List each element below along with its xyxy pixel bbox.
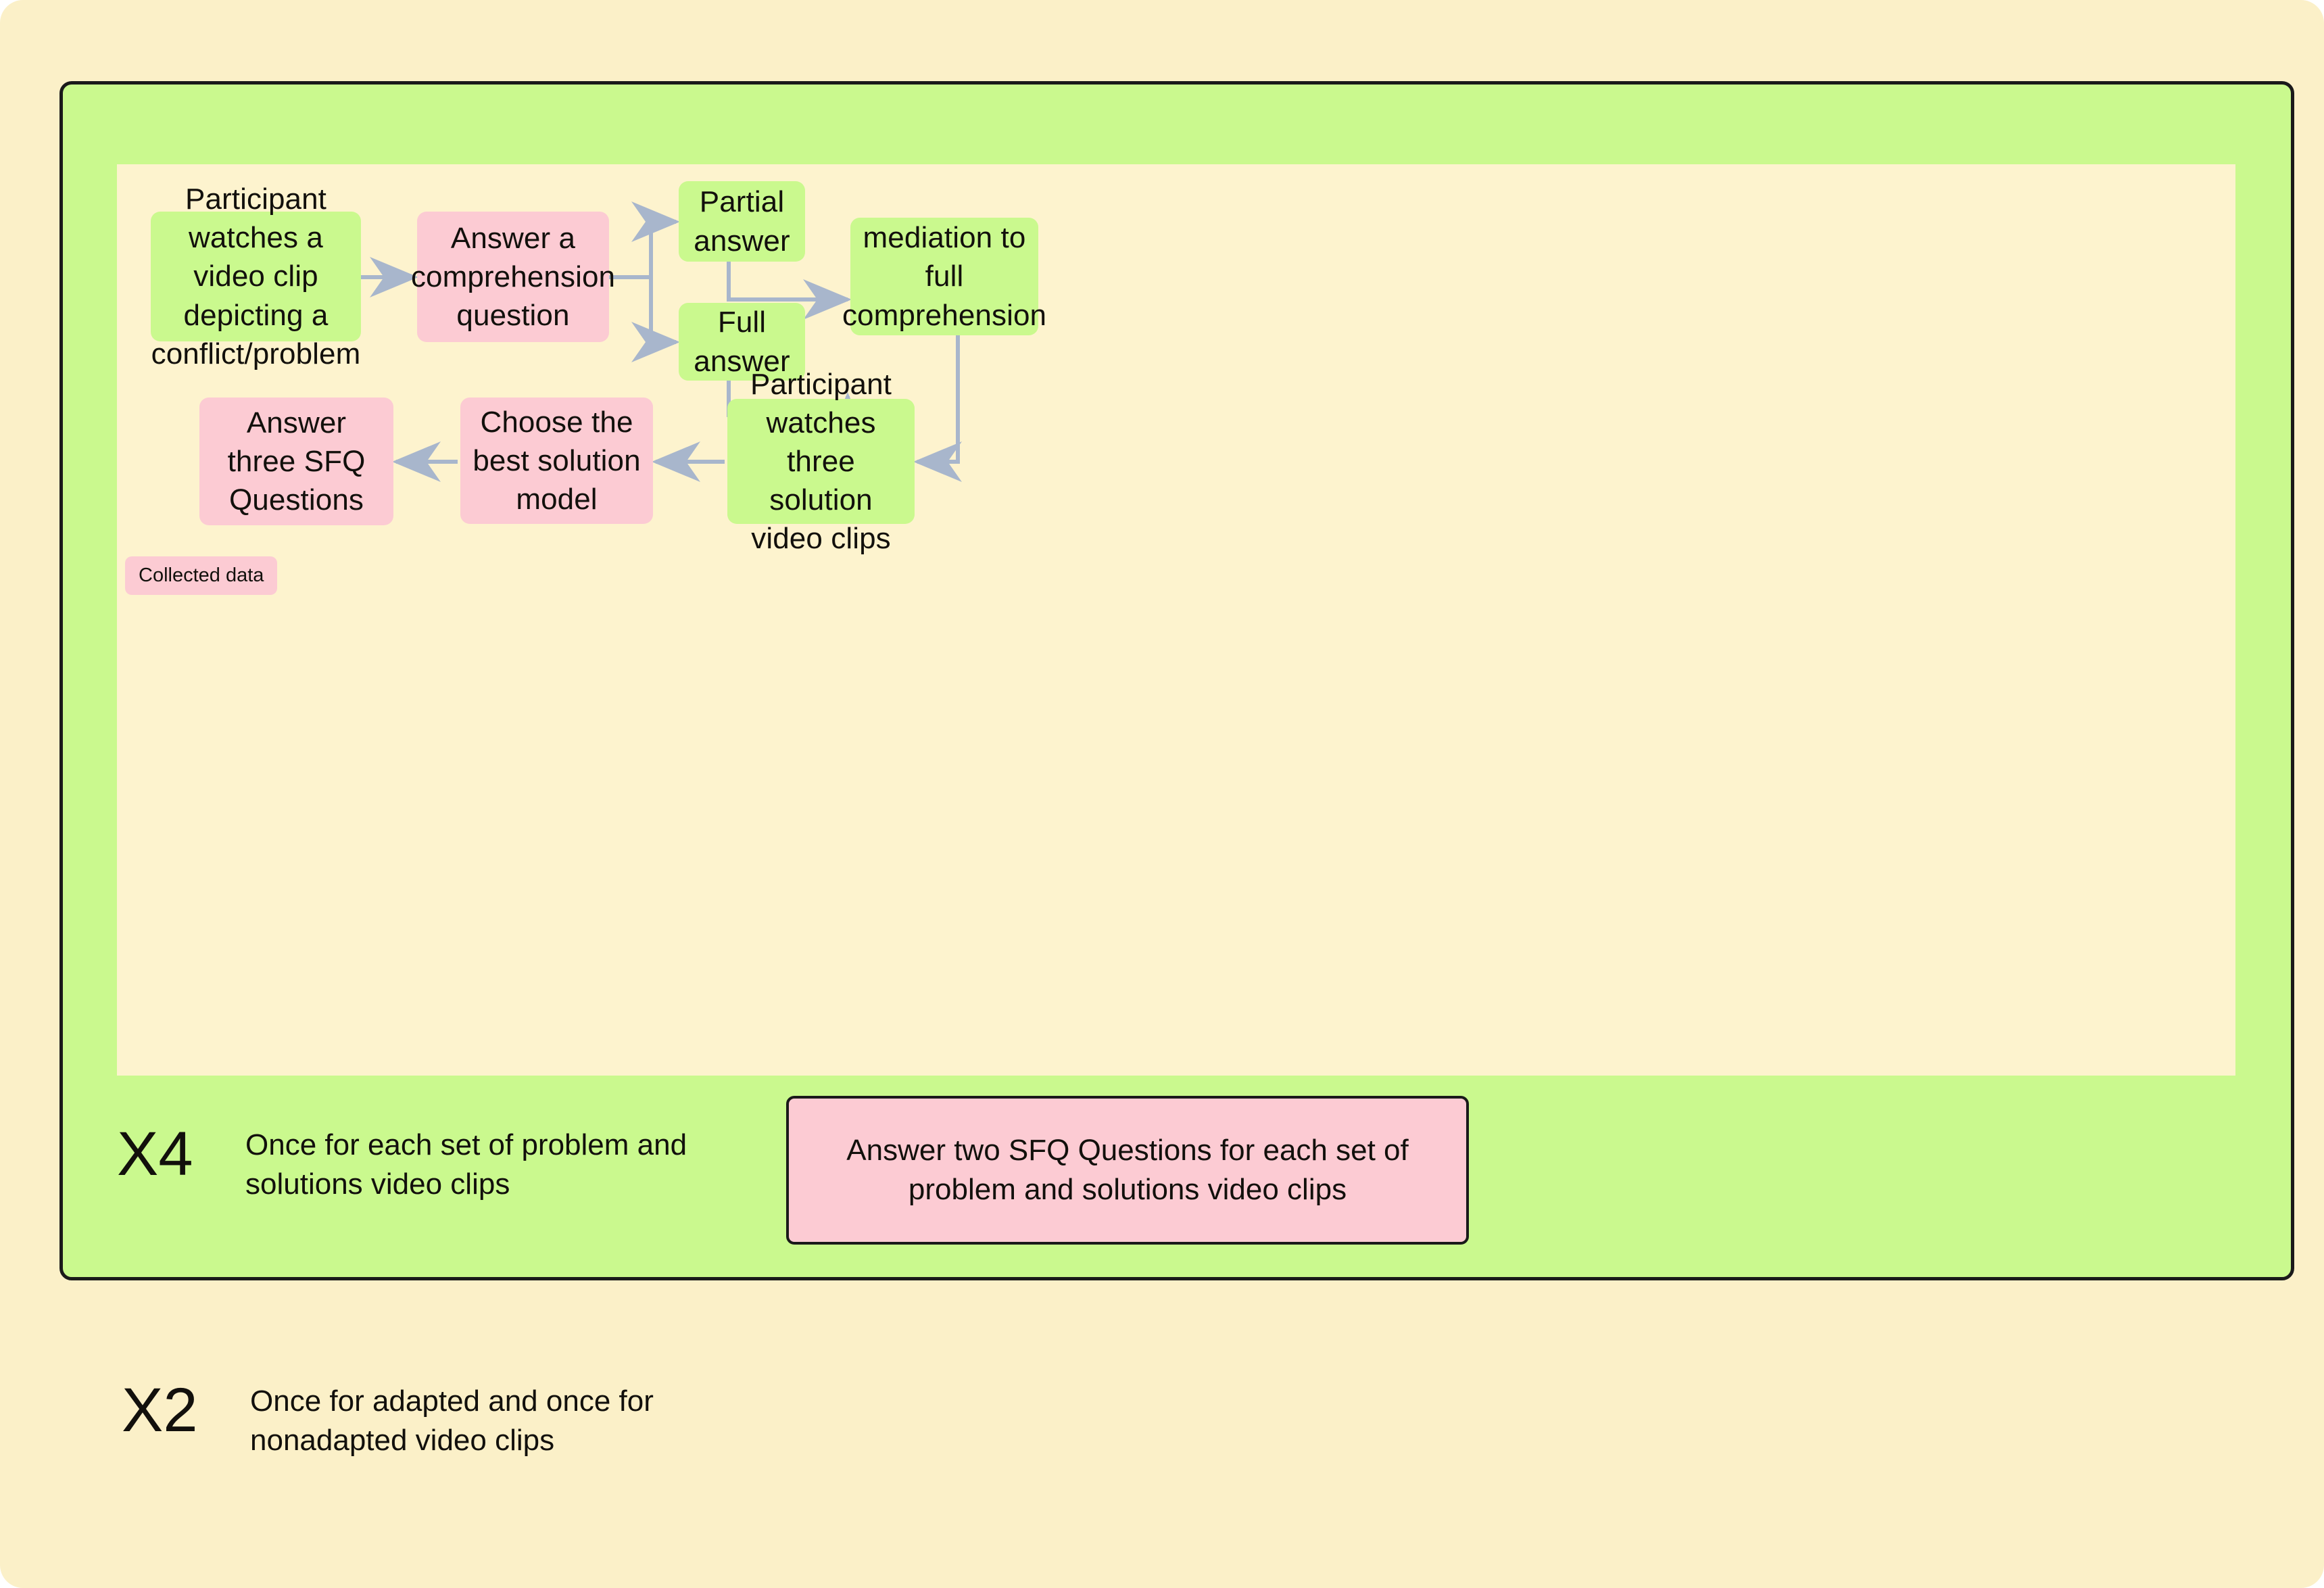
edge-comprehension-to-full [631,277,680,362]
node-label: mediation to full comprehension [842,221,1047,332]
repeat-x2-multiplier: X2 [122,1376,198,1445]
node-answer-comprehension-question[interactable]: Answer a comprehension question [411,212,615,342]
repeat-x2-row: X2 Once for adapted and once for nonadap… [122,1352,1474,1514]
node-label: Participant watches three solution video… [750,367,892,556]
node-choose-best-solution-model[interactable]: Choose the best solution model [460,398,653,524]
outer-procedure-panel: Participant watches a video clip depicti… [59,81,2294,1280]
node-partial-answer[interactable]: Partial answer [679,181,805,262]
repeat-x4-description: Once for each set of problem and solutio… [245,1128,687,1201]
note-answer-two-sfq-questions: Answer two SFQ Questions for each set of… [786,1096,1469,1245]
node-label: Partial answer [694,185,790,258]
legend-label: Collected data [139,564,264,586]
legend-collected-data-badge: Collected data [125,556,278,595]
node-mediation-to-full-comprehension[interactable]: mediation to full comprehension [842,218,1046,335]
repeat-x4-multiplier: X4 [117,1120,193,1188]
edge-comprehension-to-partial [609,201,680,279]
node-participant-watches-solution-clips[interactable]: Participant watches three solution video… [727,368,915,555]
flowchart-panel: Participant watches a video clip depicti… [117,164,2235,1076]
node-label: Participant watches a video clip depicti… [151,183,361,370]
edge-mediation-to-watch-solutions [913,335,962,482]
node-answer-three-sfq-questions[interactable]: Answer three SFQ Questions [199,398,393,525]
node-full-answer[interactable]: Full answer [679,303,805,381]
node-label: Full answer [694,306,790,378]
node-participant-watches-problem-clip[interactable]: Participant watches a video clip depicti… [151,183,361,370]
node-label: Answer three SFQ Questions [227,406,366,517]
node-label: Answer a comprehension question [410,221,616,333]
node-label: Choose the best solution model [473,405,641,516]
repeat-x2-description: Once for adapted and once for nonadapted… [250,1385,654,1458]
edge-partial-to-mediation [727,262,852,320]
note-label: Answer two SFQ Questions for each set of… [846,1133,1409,1206]
repeat-x4-row: X4 Once for each set of problem and solu… [117,1096,2235,1272]
